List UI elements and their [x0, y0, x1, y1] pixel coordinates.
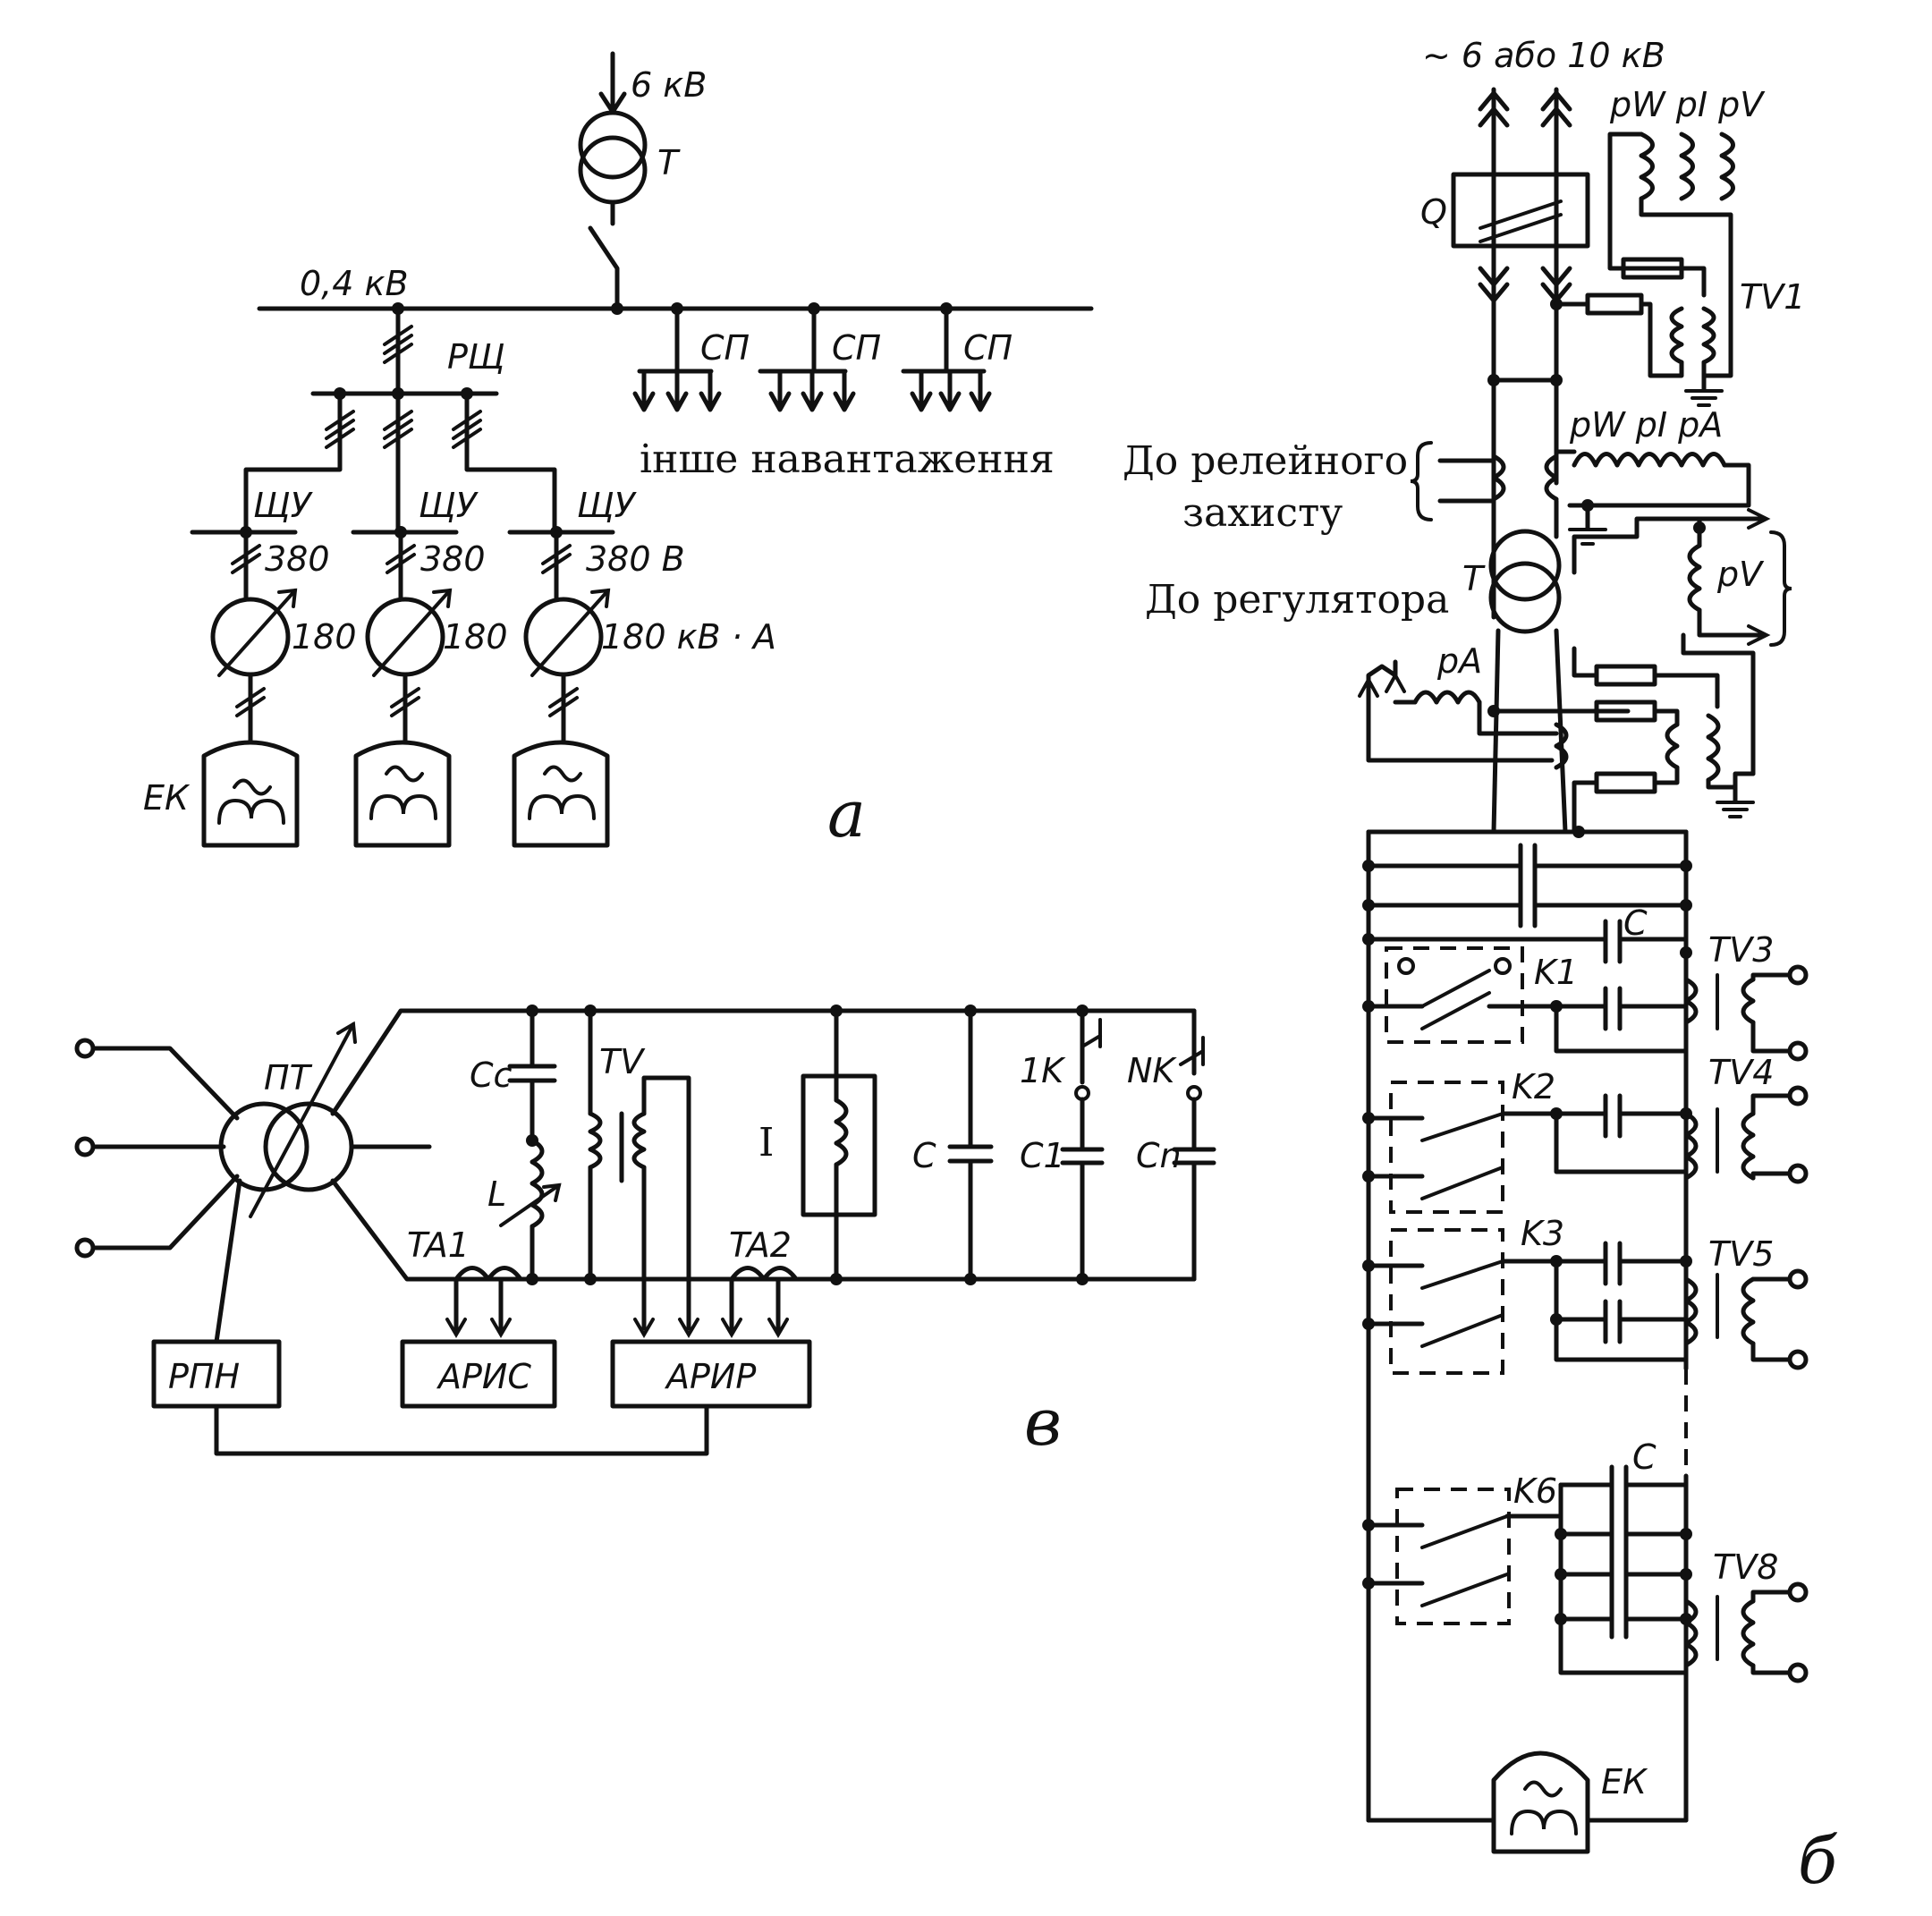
tv3-label: TV3 — [1708, 930, 1774, 970]
caption-a: а — [827, 776, 866, 852]
ta1-label: TA1 — [407, 1225, 470, 1265]
caption-b: б — [1798, 1823, 1838, 1898]
terminal-3 — [74, 1237, 96, 1259]
tv1-label: TV1 — [1740, 277, 1805, 317]
power-point-label-2: СП — [832, 328, 881, 368]
capacitor-c-label-1: C — [1623, 903, 1648, 943]
capacitor-bank-k6 — [1555, 1464, 1692, 1640]
transformer-pt-icon — [218, 1021, 357, 1218]
voltage-380-1: 380 — [265, 539, 330, 579]
scheme-a: 6 кВ T 0,4 кВ — [143, 51, 1094, 852]
bus-voltage-label: 0,4 кВ — [300, 264, 409, 303]
arir-label: АРИР — [664, 1357, 756, 1396]
pv-label: pV — [1716, 555, 1765, 594]
inductor-i-label: I — [758, 1120, 774, 1166]
power-180-2: 180 — [443, 617, 508, 657]
other-load-feeders — [632, 302, 992, 412]
relay-label-line1: До релейного — [1123, 438, 1408, 484]
c1-label: C1 — [1020, 1136, 1065, 1175]
contactor-k6-box — [1395, 1488, 1511, 1625]
transformer-t-a-icon — [578, 110, 648, 226]
tv5-label: TV5 — [1708, 1234, 1774, 1274]
voltage-380-2: 380 — [420, 539, 486, 579]
contactor-k2-box — [1389, 1081, 1504, 1214]
l-label: L — [487, 1174, 506, 1214]
branch-1 — [190, 391, 355, 848]
branch-2 — [351, 391, 459, 848]
k6-label: K6 — [1513, 1471, 1557, 1511]
tv-label: TV — [599, 1042, 646, 1081]
terminal-1 — [74, 1038, 96, 1059]
furnace-ek-3-icon — [512, 740, 610, 848]
rpn-label: РПН — [168, 1357, 240, 1396]
transformer-t-label: T — [657, 143, 681, 182]
pa-lower-label: pA — [1436, 641, 1482, 681]
supply-b-label: ~ 6 або 10 кВ — [1422, 36, 1665, 75]
terminal-2 — [74, 1136, 96, 1157]
k2-label: K2 — [1512, 1067, 1555, 1106]
control-board-label-1: ЩУ — [253, 486, 314, 525]
c-label: C — [912, 1136, 936, 1175]
tv8-label: TV8 — [1713, 1547, 1778, 1587]
meters-top-coils — [1607, 131, 1735, 378]
scheme-b: ~ 6 або 10 кВ Q pW pI pV — [1123, 36, 1838, 1898]
furnace-ek-2-icon — [353, 740, 452, 848]
scheme-v: ПТ Cc L TV — [74, 1005, 1216, 1460]
voltage-380v-label: 380 В — [586, 539, 685, 579]
control-board-label-3: ЩУ — [577, 486, 638, 525]
contactor-k3-box — [1389, 1228, 1504, 1375]
furnace-ek-1-icon — [201, 740, 300, 848]
branch-3 — [452, 391, 615, 848]
distribution-board-label: РЩ — [447, 337, 504, 377]
power-point-label-1: СП — [700, 328, 750, 368]
ta2-label: TA2 — [729, 1225, 792, 1265]
furnace-ek-label: ЕК — [143, 778, 191, 818]
power-180-1: 180 — [292, 617, 357, 657]
arir-box — [610, 1339, 812, 1409]
cn-label: Cn — [1136, 1136, 1182, 1175]
breaker-q-box — [1451, 172, 1590, 249]
breaker-q-label: Q — [1420, 192, 1447, 232]
contactor-k1-box — [1385, 946, 1524, 1044]
supply-6kv-label: 6 кВ — [631, 65, 707, 105]
transformer-pt-label: ПТ — [264, 1058, 313, 1098]
power-point-label-3: СП — [963, 328, 1013, 368]
furnace-ek-b-label: ЕК — [1601, 1762, 1648, 1802]
aris-box — [400, 1339, 557, 1409]
aris-label: АРИС — [436, 1357, 531, 1396]
meters-mid-label: pW pI pA — [1569, 405, 1723, 445]
other-load-label: інше навантаження — [640, 437, 1055, 482]
meters-top-label: pW pI pV — [1609, 85, 1766, 124]
caption-v: в — [1024, 1385, 1062, 1460]
capacitor-c-label-2: C — [1632, 1437, 1657, 1477]
tv4-label: TV4 — [1708, 1053, 1774, 1092]
cc-label: Cc — [470, 1055, 513, 1095]
transformer-t-b-icon — [1488, 529, 1562, 634]
regulator-label: До регулятора — [1145, 577, 1449, 623]
relay-label-line2: захисту — [1182, 490, 1343, 536]
furnace-ek-b-icon — [1491, 1751, 1590, 1854]
inductor-i-box — [801, 1073, 877, 1217]
nk-label: NK — [1127, 1051, 1177, 1090]
power-180kva-label: 180 кВ · А — [601, 617, 776, 657]
transformer-t-b-label: T — [1462, 559, 1486, 598]
1k-label: 1K — [1020, 1051, 1066, 1090]
k1-label: K1 — [1534, 953, 1578, 992]
control-board-label-2: ЩУ — [419, 486, 479, 525]
k3-label: K3 — [1521, 1214, 1564, 1253]
